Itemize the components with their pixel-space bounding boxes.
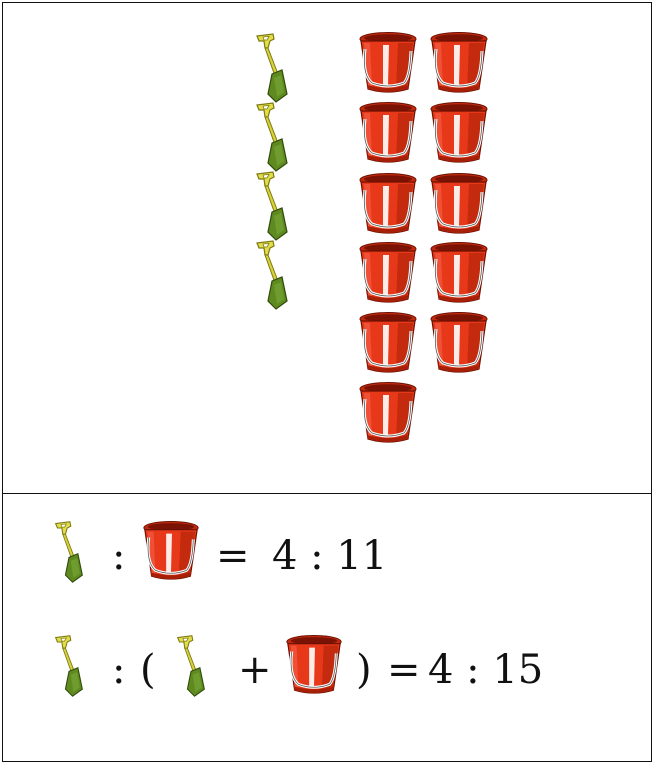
bucket-icon <box>358 381 418 445</box>
bucket-icon <box>358 241 418 305</box>
close-paren: ) <box>356 647 372 693</box>
colon-symbol: : <box>112 647 126 693</box>
equals-symbol: = <box>216 533 250 579</box>
equals-symbol: = <box>387 647 421 693</box>
ratio-value: 4 : 15 <box>428 647 544 693</box>
bucket-icon <box>429 311 489 375</box>
bucket-icon <box>358 31 418 95</box>
shovel-icon <box>254 101 290 173</box>
open-paren: ( <box>140 647 156 693</box>
shovel-icon <box>254 32 290 104</box>
plus-symbol: + <box>238 647 272 693</box>
bucket-icon <box>429 241 489 305</box>
colon-symbol: : <box>112 533 126 579</box>
shovel-icon <box>52 520 86 584</box>
bucket-icon <box>358 101 418 165</box>
bucket-icon <box>140 520 202 582</box>
bucket-icon <box>358 311 418 375</box>
shovel-icon <box>254 239 290 311</box>
shovel-icon <box>254 170 290 242</box>
ratio-value: 4 : 11 <box>272 533 388 579</box>
bucket-icon <box>429 172 489 236</box>
bucket-icon <box>283 634 345 696</box>
shovel-icon <box>52 634 86 698</box>
shovel-icon <box>174 634 208 698</box>
bucket-icon <box>429 101 489 165</box>
bucket-icon <box>358 172 418 236</box>
section-divider <box>2 493 652 494</box>
bucket-icon <box>429 31 489 95</box>
